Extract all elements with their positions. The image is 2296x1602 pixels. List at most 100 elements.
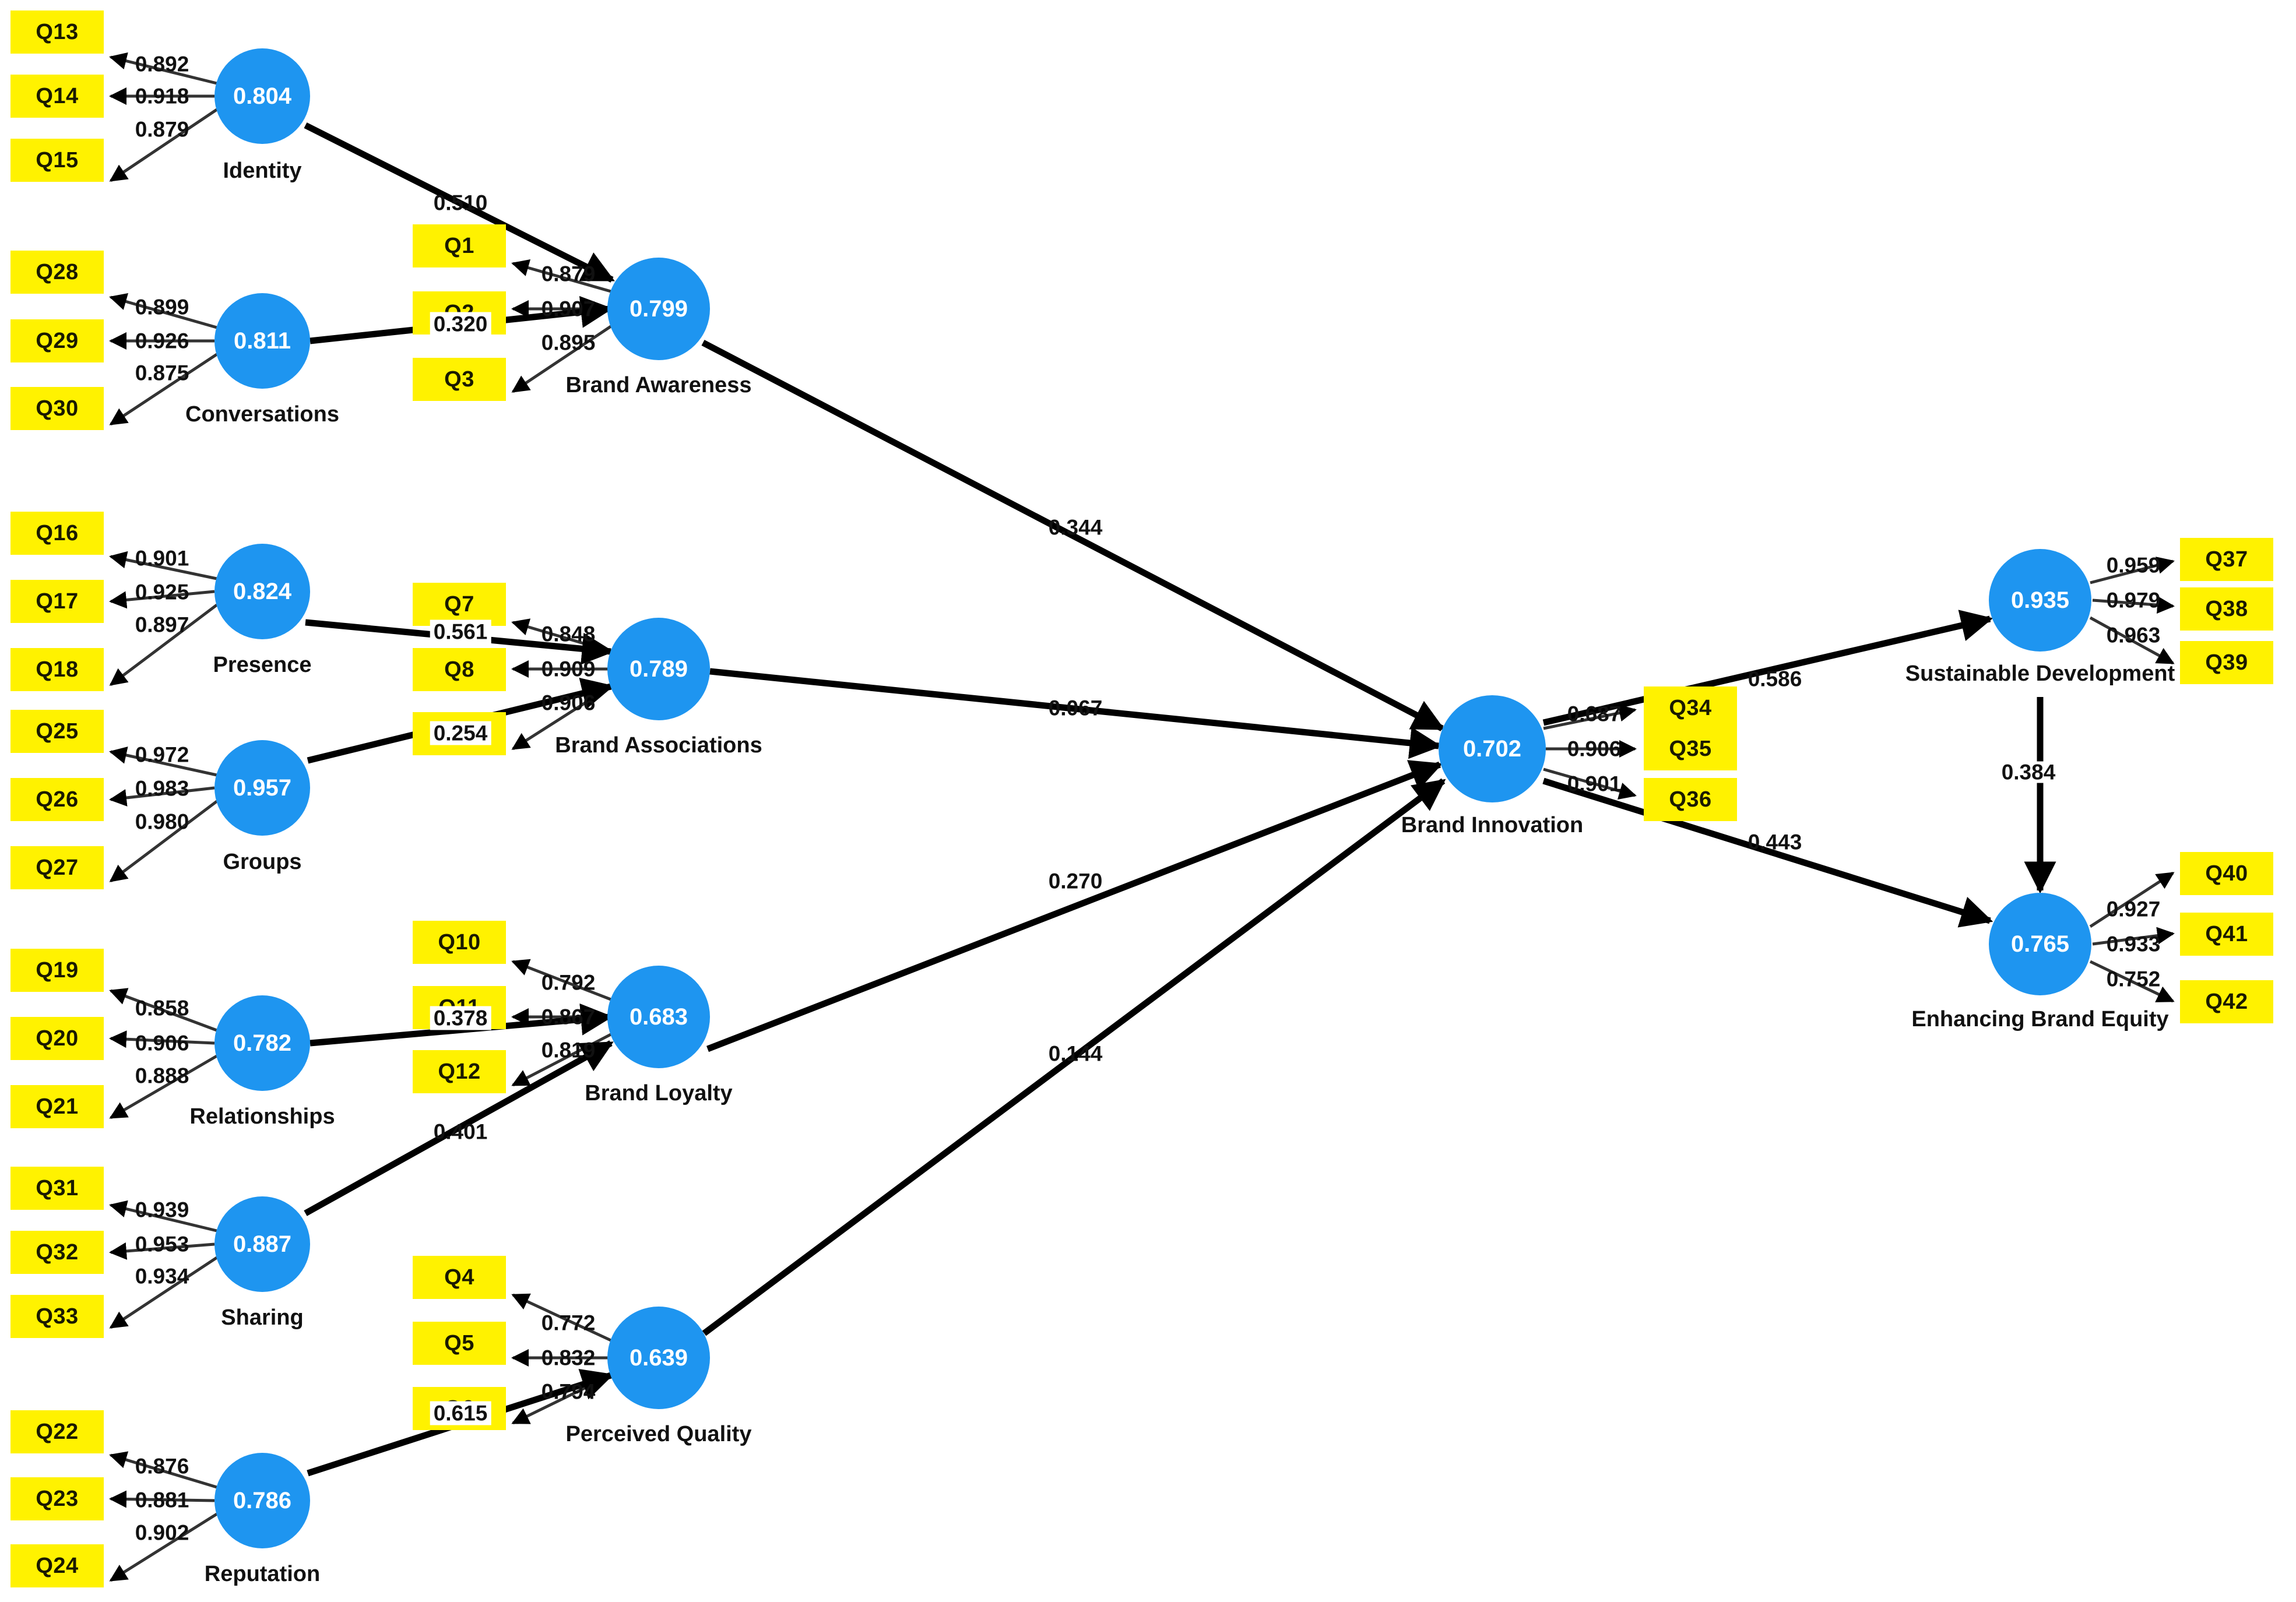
path-coefficient-label: 0.320: [430, 312, 491, 336]
loading-label: 0.881: [135, 1488, 189, 1512]
latent-node-brand-awareness[interactable]: 0.799: [607, 258, 710, 360]
indicator-box[interactable]: Q27: [10, 846, 104, 889]
indicator-box[interactable]: Q19: [10, 949, 104, 992]
loading-label: 0.906: [541, 691, 596, 715]
indicator-box[interactable]: Q34: [1644, 686, 1737, 730]
latent-node-reputation[interactable]: 0.786: [215, 1453, 310, 1548]
latent-label-presence: Presence: [213, 653, 312, 677]
loading-label: 0.832: [541, 1346, 596, 1370]
latent-node-sharing[interactable]: 0.887: [215, 1196, 310, 1292]
loading-label: 0.979: [2106, 588, 2161, 612]
loading-label: 0.902: [135, 1520, 189, 1545]
latent-node-groups[interactable]: 0.957: [215, 740, 310, 836]
latent-label-sustainable-development: Sustainable Development: [1905, 661, 2175, 686]
indicator-box[interactable]: Q18: [10, 648, 104, 691]
indicator-box[interactable]: Q22: [10, 1410, 104, 1453]
indicator-box[interactable]: Q26: [10, 778, 104, 821]
latent-label-perceived-quality: Perceived Quality: [565, 1422, 752, 1446]
indicator-box[interactable]: Q3: [413, 358, 506, 401]
indicator-box[interactable]: Q21: [10, 1085, 104, 1128]
latent-node-presence[interactable]: 0.824: [215, 544, 310, 639]
loading-label: 0.907: [541, 297, 596, 321]
indicator-box[interactable]: Q36: [1644, 778, 1737, 821]
indicator-box[interactable]: Q32: [10, 1231, 104, 1274]
path-coefficient-label: 0.144: [1048, 1041, 1103, 1066]
indicator-box[interactable]: Q40: [2180, 852, 2273, 895]
indicator-box[interactable]: Q31: [10, 1167, 104, 1210]
loading-label: 0.901: [135, 546, 189, 571]
loading-label: 0.933: [2106, 932, 2161, 956]
indicator-box[interactable]: Q33: [10, 1295, 104, 1338]
loading-label: 0.959: [2106, 553, 2161, 578]
indicator-box[interactable]: Q41: [2180, 913, 2273, 956]
path-coefficient-label: 0.384: [1996, 761, 2061, 783]
latent-node-identity[interactable]: 0.804: [215, 48, 310, 144]
indicator-box[interactable]: Q7: [413, 583, 506, 626]
indicator-box[interactable]: Q28: [10, 251, 104, 294]
path-coefficient-label: 0.586: [1748, 667, 1802, 691]
loading-label: 0.897: [135, 612, 189, 637]
indicator-box[interactable]: Q5: [413, 1322, 506, 1365]
loading-label: 0.906: [1567, 737, 1622, 761]
loading-label: 0.876: [135, 1454, 189, 1478]
indicator-box[interactable]: Q25: [10, 710, 104, 753]
indicator-box[interactable]: Q24: [10, 1544, 104, 1587]
indicator-box[interactable]: Q10: [413, 921, 506, 964]
latent-label-enhancing-brand-equity: Enhancing Brand Equity: [1911, 1007, 2169, 1031]
indicator-box[interactable]: Q30: [10, 387, 104, 430]
indicator-box[interactable]: Q42: [2180, 980, 2273, 1023]
loading-label: 0.892: [135, 52, 189, 76]
structural-edges: [304, 122, 2056, 1477]
indicator-box[interactable]: Q17: [10, 580, 104, 623]
loading-label: 0.794: [541, 1379, 596, 1404]
path-coefficient-label: 0.378: [430, 1006, 491, 1030]
indicator-box[interactable]: Q16: [10, 512, 104, 555]
latent-node-brand-innovation[interactable]: 0.702: [1439, 695, 1546, 802]
latent-node-conversations[interactable]: 0.811: [215, 293, 310, 389]
indicator-box[interactable]: Q15: [10, 139, 104, 182]
path-coefficient-label: 0.561: [430, 619, 491, 644]
indicator-box[interactable]: Q38: [2180, 587, 2273, 631]
indicator-box[interactable]: Q23: [10, 1477, 104, 1520]
indicator-box[interactable]: Q8: [413, 648, 506, 691]
latent-node-enhancing-brand-equity[interactable]: 0.765: [1989, 893, 2091, 995]
latent-label-reputation: Reputation: [204, 1562, 321, 1586]
loading-label: 0.909: [541, 657, 596, 681]
indicator-box[interactable]: Q39: [2180, 641, 2273, 684]
latent-node-perceived-quality[interactable]: 0.639: [607, 1307, 710, 1409]
loading-label: 0.875: [135, 361, 189, 385]
latent-label-identity: Identity: [223, 159, 302, 183]
indicator-box[interactable]: Q37: [2180, 538, 2273, 581]
loading-label: 0.879: [541, 262, 596, 286]
indicator-box[interactable]: Q14: [10, 75, 104, 118]
path-coefficient-label: 0.254: [430, 721, 491, 745]
indicator-box[interactable]: Q29: [10, 319, 104, 362]
loading-label: 0.899: [135, 295, 189, 319]
path-coefficient-label: 0.615: [430, 1401, 491, 1425]
loading-label: 0.953: [135, 1232, 189, 1256]
indicator-box[interactable]: Q20: [10, 1017, 104, 1060]
latent-node-brand-associations[interactable]: 0.789: [607, 618, 710, 720]
indicator-box[interactable]: Q35: [1644, 727, 1737, 770]
loading-label: 0.906: [135, 1031, 189, 1055]
indicator-box[interactable]: Q12: [413, 1050, 506, 1093]
loading-label: 0.888: [135, 1064, 189, 1088]
loading-label: 0.926: [135, 329, 189, 353]
indicator-box[interactable]: Q13: [10, 10, 104, 54]
indicator-box[interactable]: Q4: [413, 1256, 506, 1299]
latent-label-relationships: Relationships: [189, 1104, 335, 1129]
latent-node-sustainable-development[interactable]: 0.935: [1989, 549, 2091, 652]
loading-label: 0.963: [2106, 623, 2161, 647]
loading-label: 0.901: [1567, 772, 1622, 796]
loading-label: 0.927: [2106, 897, 2161, 921]
path-coefficient-label: 0.401: [433, 1119, 488, 1144]
latent-label-brand-loyalty: Brand Loyalty: [585, 1081, 733, 1105]
loading-label: 0.918: [135, 84, 189, 108]
latent-label-brand-associations: Brand Associations: [555, 733, 762, 758]
latent-node-relationships[interactable]: 0.782: [215, 995, 310, 1091]
latent-node-brand-loyalty[interactable]: 0.683: [607, 966, 710, 1068]
indicator-box[interactable]: Q1: [413, 224, 506, 267]
loading-label: 0.858: [135, 996, 189, 1020]
